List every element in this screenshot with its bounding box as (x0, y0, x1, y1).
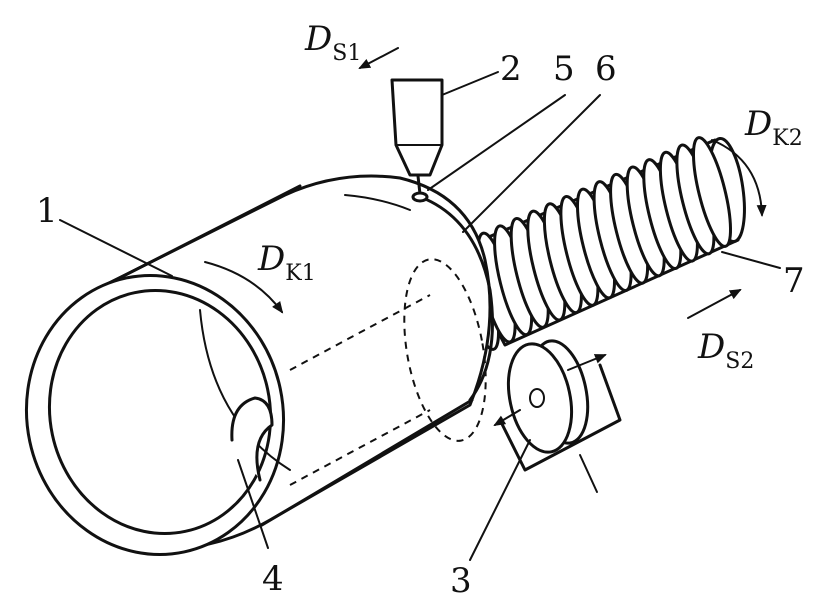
pipe-hidden-bottom (289, 409, 431, 486)
label-ds2: DS2 (697, 327, 754, 374)
inner-support (230, 396, 274, 482)
ds1-arrow (358, 47, 399, 69)
label-part-3: 3 (450, 561, 472, 601)
label-dk1: DK1 (257, 239, 316, 286)
label-part-7: 7 (783, 261, 805, 301)
rod-ridge (691, 136, 733, 248)
ds2-arrow (687, 289, 742, 319)
pipe-end-rim (413, 193, 494, 402)
welding-torch (390, 78, 444, 203)
weld-point (411, 191, 429, 203)
label-part-2: 2 (500, 49, 522, 89)
label-part-5: 5 (553, 49, 575, 89)
leader-6 (462, 94, 601, 233)
pipe (24, 174, 494, 557)
pipe-hidden-end (403, 258, 487, 442)
roller-handle (579, 454, 598, 493)
leader-2 (441, 71, 499, 96)
label-part-1: 1 (36, 191, 58, 231)
pipe-hidden-top (289, 294, 431, 371)
torch-tip (416, 174, 422, 196)
roller-bracket (498, 363, 622, 472)
dk1-arrow (204, 261, 284, 314)
dk2-arrow (711, 139, 767, 217)
label-part-6: 6 (595, 49, 617, 89)
label-ds1: DS1 (304, 19, 361, 66)
pipe-mouth-inner (47, 288, 273, 536)
pipe-inner-far-arc (199, 309, 291, 471)
leader-3 (469, 439, 531, 561)
pipe-rotation-hint (344, 194, 411, 211)
torch-body (390, 78, 444, 177)
roller-shaft-arrow (493, 409, 521, 427)
pressure-roller (493, 339, 622, 493)
leader-1 (59, 219, 173, 277)
label-part-4: 4 (262, 559, 284, 599)
leader-4 (237, 459, 269, 549)
leader-7 (721, 251, 781, 269)
label-dk2: DK2 (744, 104, 803, 151)
pipe-top-edge (90, 184, 302, 294)
pipe-bottom-edge (260, 398, 474, 527)
leader-5 (427, 94, 566, 191)
roller-hub (529, 388, 545, 408)
roller-feed-arrow (567, 354, 607, 371)
threaded-rod (459, 136, 746, 351)
rod-ridges (459, 136, 733, 351)
